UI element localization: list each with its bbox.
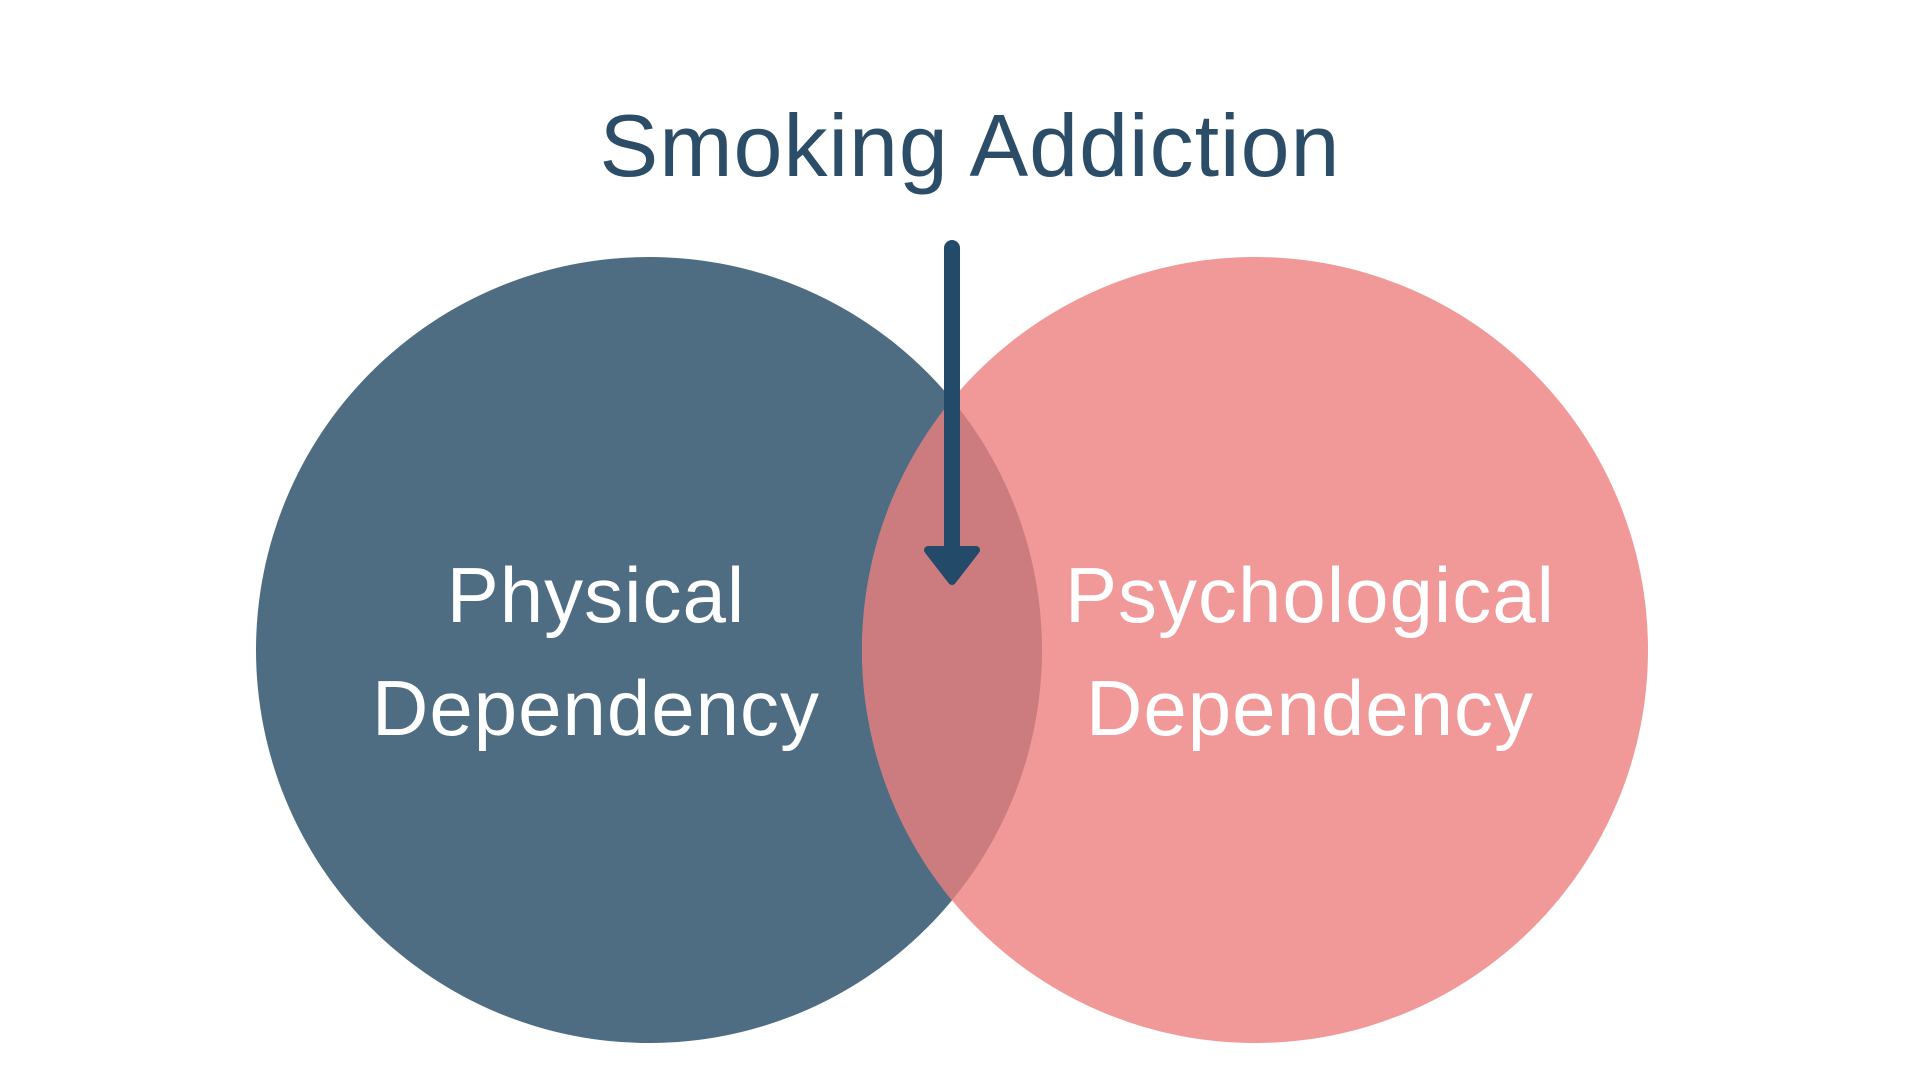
psychological-label-line1: Psychological — [1065, 551, 1555, 639]
diagram-title: Smoking Addiction — [600, 96, 1341, 195]
physical-dependency-circle — [256, 257, 1042, 1043]
down-arrow-icon — [924, 240, 980, 585]
physical-label-line1: Physical — [447, 551, 745, 639]
psychological-label-line2: Dependency — [1086, 664, 1534, 752]
physical-label-line2: Dependency — [372, 664, 820, 752]
psychological-dependency-circle — [862, 257, 1648, 1043]
